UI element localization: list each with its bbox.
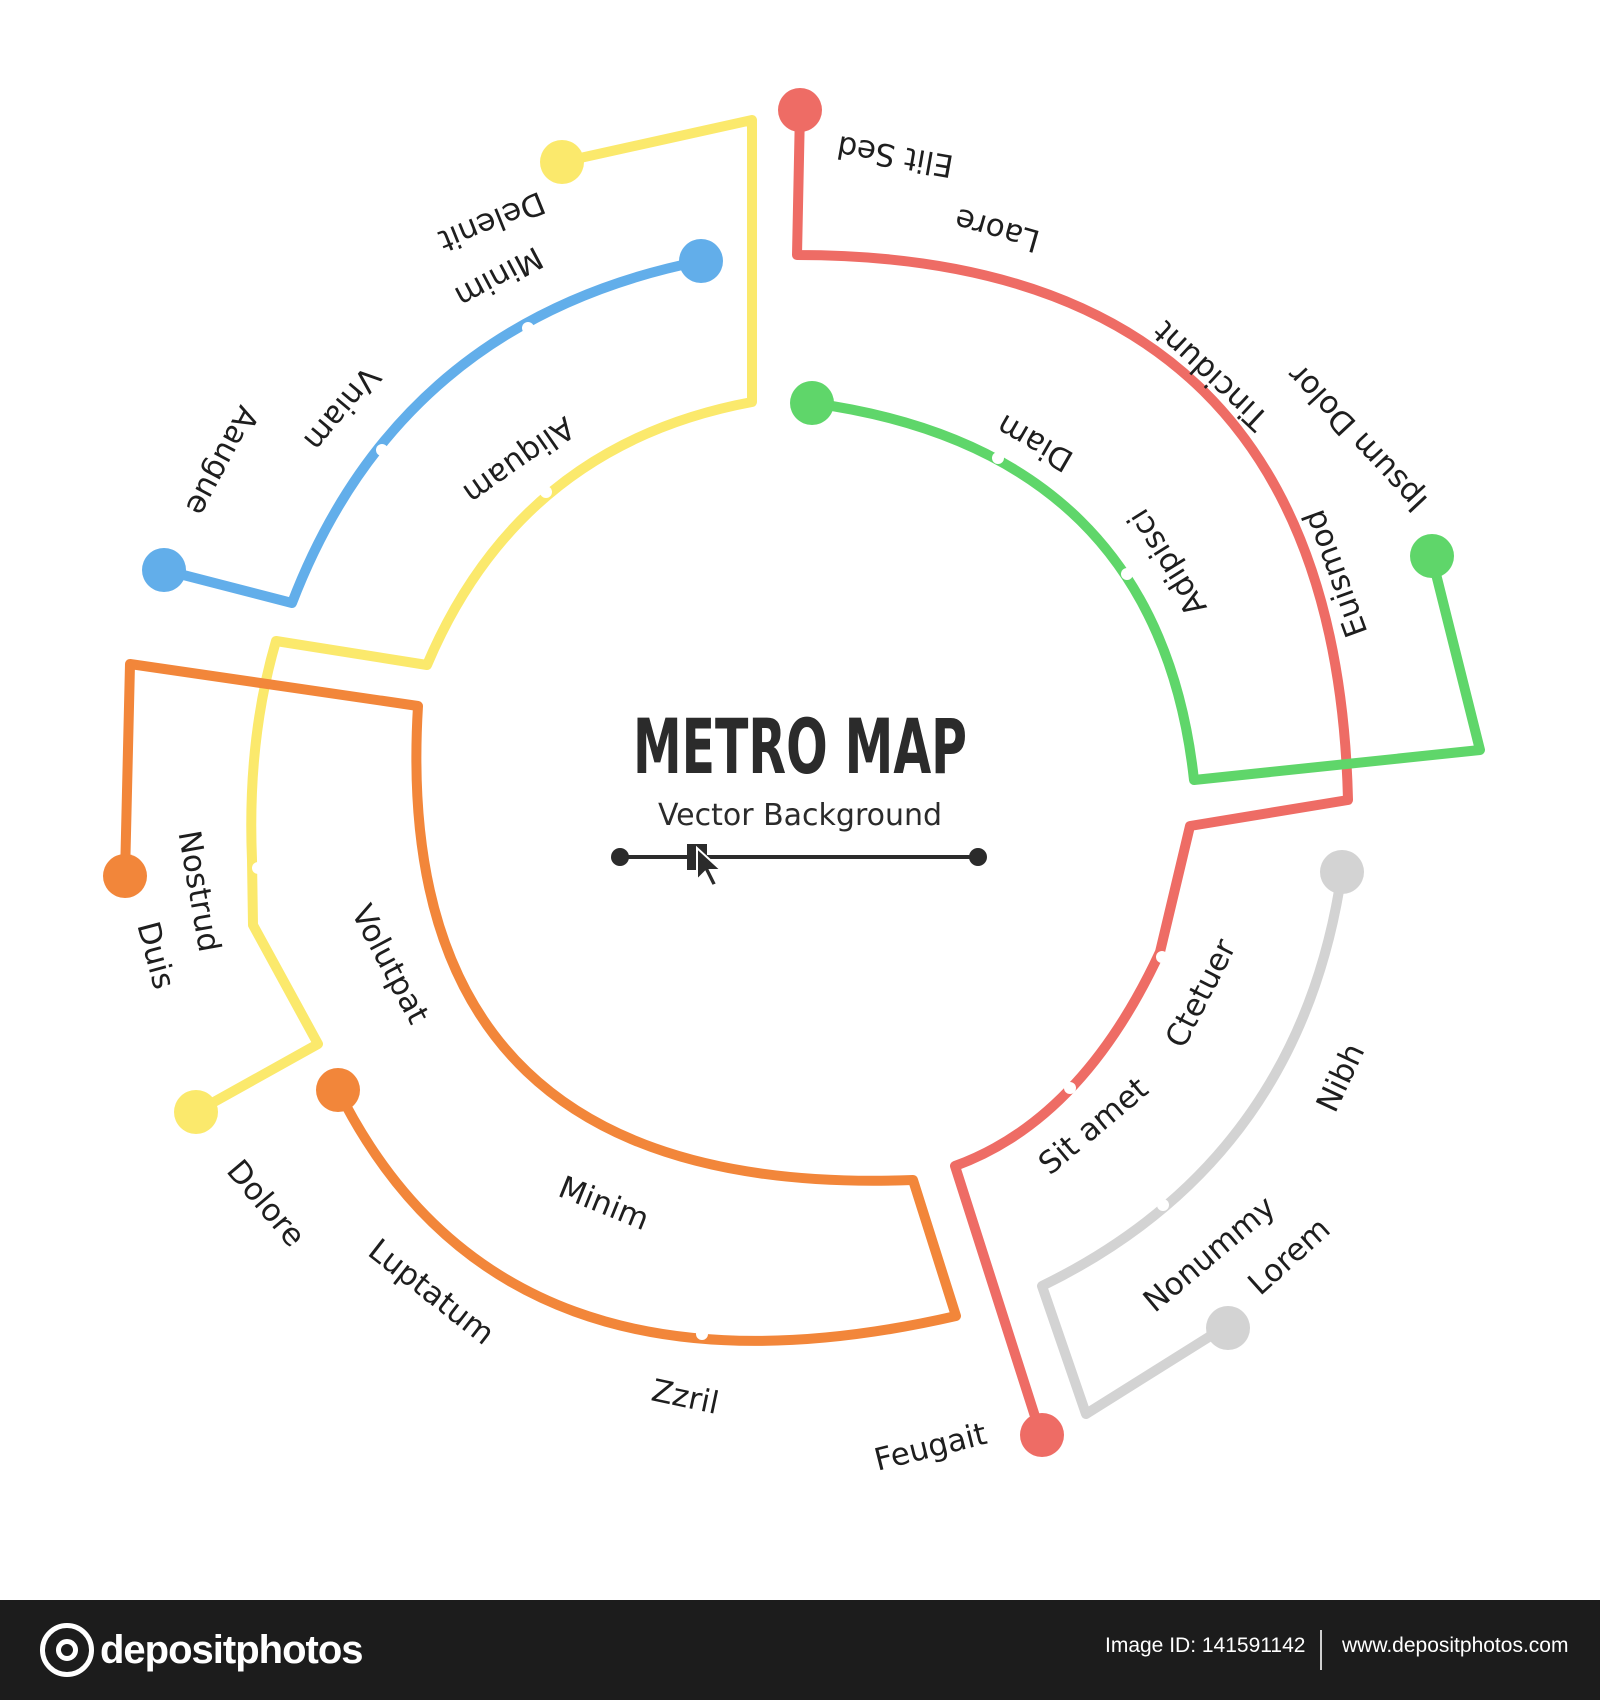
station-label-tincidunt: Tincidunt bbox=[1147, 313, 1277, 438]
terminal-yellow-top[interactable] bbox=[540, 140, 584, 184]
map-title: METRO MAP bbox=[633, 702, 967, 791]
terminal-yellow-bottom[interactable] bbox=[174, 1090, 218, 1134]
footer-divider bbox=[1320, 1630, 1322, 1670]
slider-decoration bbox=[611, 844, 987, 888]
station-marker-tincidunt[interactable] bbox=[1160, 392, 1172, 404]
terminal-stations bbox=[103, 88, 1454, 1457]
station-label-minim-bottom: Minim bbox=[554, 1169, 654, 1238]
station-label-luptatum: Luptatum bbox=[361, 1232, 501, 1352]
terminal-gray-bottom[interactable] bbox=[1206, 1306, 1250, 1350]
terminal-red-bottom[interactable] bbox=[1020, 1413, 1064, 1457]
station-marker-diam[interactable] bbox=[992, 452, 1004, 464]
station-marker-vniam[interactable] bbox=[376, 444, 388, 456]
station-label-aaugue: Aaugue bbox=[178, 400, 265, 521]
terminal-orange-left[interactable] bbox=[103, 854, 147, 898]
site-url[interactable]: www.depositphotos.com bbox=[1342, 1634, 1569, 1657]
terminal-blue-top[interactable] bbox=[679, 239, 723, 283]
footer-bar: depositphotos Image ID: 141591142 www.de… bbox=[0, 1600, 1600, 1700]
map-subtitle: Vector Background bbox=[658, 798, 942, 833]
red-line[interactable] bbox=[792, 105, 1353, 1437]
station-label-feugait: Feugait bbox=[871, 1416, 991, 1479]
station-marker-adipisci[interactable] bbox=[1121, 568, 1133, 580]
title-block: METRO MAP Vector Background bbox=[611, 702, 987, 888]
green-line[interactable] bbox=[807, 398, 1485, 785]
yellow-line[interactable] bbox=[191, 115, 757, 1117]
station-label-vniam: Vniam bbox=[296, 359, 387, 458]
station-label-nibh: Nibh bbox=[1310, 1038, 1373, 1118]
station-label-nostrud: Nostrud bbox=[170, 828, 227, 955]
station-marker-sit-amet[interactable] bbox=[1064, 1082, 1076, 1094]
metro-lines bbox=[120, 105, 1485, 1437]
blue-line[interactable] bbox=[159, 256, 706, 608]
station-label-aliquam: Aliquam bbox=[456, 409, 581, 511]
station-marker-volutpat[interactable] bbox=[432, 954, 444, 966]
camera-lens-icon bbox=[40, 1623, 94, 1677]
station-marker-aliquam[interactable] bbox=[540, 486, 552, 498]
brand-logo[interactable]: depositphotos bbox=[40, 1622, 364, 1678]
station-label-zzril: Zzril bbox=[648, 1373, 721, 1422]
station-label-ctetuer: Ctetuer bbox=[1159, 933, 1244, 1053]
terminal-blue-bottom[interactable] bbox=[142, 548, 186, 592]
station-marker-nostrud[interactable] bbox=[252, 862, 264, 874]
station-label-adipisci: Adipisci bbox=[1121, 502, 1215, 622]
terminal-green-left[interactable] bbox=[790, 381, 834, 425]
terminal-orange-bottom[interactable] bbox=[316, 1068, 360, 1112]
image-id: Image ID: 141591142 bbox=[1105, 1634, 1306, 1657]
station-marker-euismod[interactable] bbox=[1296, 584, 1308, 596]
station-marker-minim-top[interactable] bbox=[522, 322, 534, 334]
station-label-sit-amet: Sit amet bbox=[1032, 1071, 1155, 1183]
station-markers bbox=[252, 276, 1308, 1340]
station-label-laore: Laore bbox=[951, 200, 1044, 258]
station-marker-laore[interactable] bbox=[954, 276, 966, 288]
station-label-ipsum-dolor: Ipsum Dolor bbox=[1280, 357, 1435, 519]
brand-name: depositphotos bbox=[100, 1627, 364, 1672]
terminal-green-right[interactable] bbox=[1410, 534, 1454, 578]
cursor-arrow-icon bbox=[696, 845, 724, 888]
slider-left-dot bbox=[611, 848, 629, 866]
orange-line[interactable] bbox=[120, 659, 961, 1346]
station-label-elit-sed: Elit Sed bbox=[834, 128, 956, 184]
station-marker-nonummy[interactable] bbox=[1157, 1199, 1169, 1211]
slider-right-dot bbox=[969, 848, 987, 866]
metro-map: Elit Sed Laore Tincidunt Ipsum Dolor Eui… bbox=[103, 88, 1485, 1479]
station-marker-ctetuer[interactable] bbox=[1156, 951, 1168, 963]
station-label-volutpat: Volutpat bbox=[344, 899, 436, 1030]
station-marker-luptatum[interactable] bbox=[468, 1230, 480, 1242]
terminal-gray-top[interactable] bbox=[1320, 850, 1364, 894]
station-label-dolore: Dolore bbox=[219, 1153, 312, 1254]
gray-line[interactable] bbox=[1037, 867, 1347, 1419]
station-marker-zzril[interactable] bbox=[696, 1328, 708, 1340]
station-label-duis: Duis bbox=[129, 918, 181, 993]
station-marker-minim-bottom[interactable] bbox=[620, 1144, 632, 1156]
terminal-red-top[interactable] bbox=[778, 88, 822, 132]
